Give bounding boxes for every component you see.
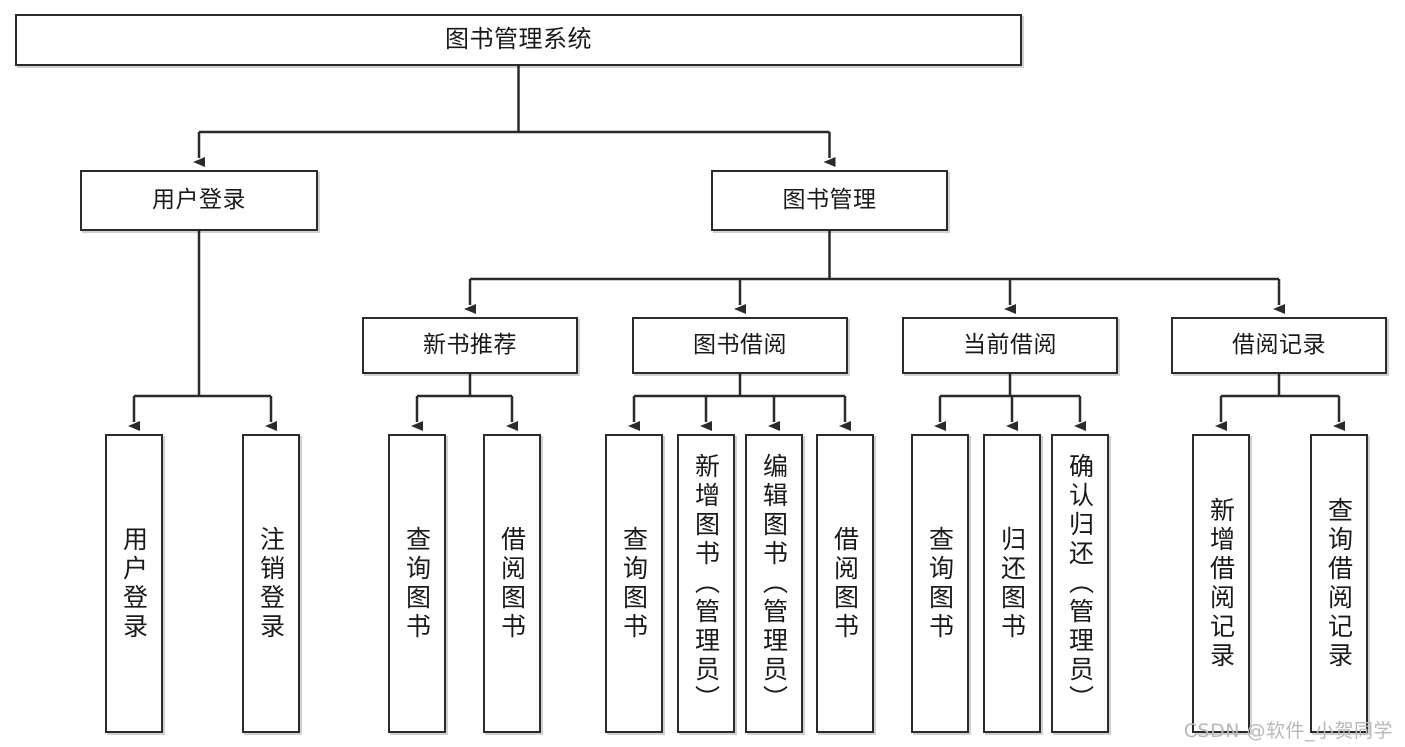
node-leaf-confirm-return-admin[interactable]: 确认归还（管理员） — [1051, 434, 1109, 733]
node-label: 借阅图书 — [497, 525, 527, 642]
node-leaf-add-book-admin[interactable]: 新增图书（管理员） — [677, 434, 735, 733]
node-label: 用户登录 — [119, 525, 149, 642]
node-label: 查询图书 — [402, 525, 432, 642]
node-current-borrow[interactable]: 当前借阅 — [902, 317, 1118, 374]
node-label: 确认归还（管理员） — [1065, 453, 1095, 714]
node-label: 查询图书 — [925, 525, 955, 642]
node-leaf-query-book-2[interactable]: 查询图书 — [605, 434, 663, 733]
node-leaf-borrow-book-1[interactable]: 借阅图书 — [483, 434, 541, 733]
node-leaf-query-book-1[interactable]: 查询图书 — [388, 434, 446, 733]
node-leaf-borrow-book-2[interactable]: 借阅图书 — [816, 434, 874, 733]
node-label: 查询图书 — [619, 525, 649, 642]
node-label: 新增图书（管理员） — [691, 453, 721, 714]
node-label: 借阅图书 — [830, 525, 860, 642]
node-user-login[interactable]: 用户登录 — [80, 170, 318, 231]
node-new-book-recommend[interactable]: 新书推荐 — [362, 317, 578, 374]
node-borrow-record[interactable]: 借阅记录 — [1171, 317, 1387, 374]
node-leaf-add-borrow-record[interactable]: 新增借阅记录 — [1192, 434, 1250, 733]
node-label: 新增借阅记录 — [1206, 496, 1236, 671]
node-label: 编辑图书（管理员） — [759, 453, 789, 714]
node-label: 归还图书 — [997, 525, 1027, 642]
node-label: 图书管理 — [782, 187, 877, 214]
node-label: 当前借阅 — [963, 332, 1057, 359]
node-leaf-edit-book-admin[interactable]: 编辑图书（管理员） — [745, 434, 803, 733]
node-leaf-logout-login[interactable]: 注销登录 — [242, 434, 300, 733]
node-label: 图书管理系统 — [445, 25, 592, 54]
node-root-图书管理系统[interactable]: 图书管理系统 — [15, 14, 1022, 66]
node-label: 新书推荐 — [423, 332, 517, 359]
node-leaf-query-borrow-record[interactable]: 查询借阅记录 — [1310, 434, 1368, 733]
node-book-manage[interactable]: 图书管理 — [711, 170, 948, 231]
node-leaf-query-book-3[interactable]: 查询图书 — [911, 434, 969, 733]
node-label: 借阅记录 — [1232, 332, 1326, 359]
node-label: 用户登录 — [152, 187, 246, 214]
node-label: 查询借阅记录 — [1324, 496, 1354, 671]
node-label: 图书借阅 — [693, 332, 787, 359]
node-leaf-user-login[interactable]: 用户登录 — [105, 434, 163, 733]
node-book-borrow[interactable]: 图书借阅 — [632, 317, 848, 374]
node-label: 注销登录 — [256, 525, 286, 642]
node-leaf-return-book[interactable]: 归还图书 — [983, 434, 1041, 733]
